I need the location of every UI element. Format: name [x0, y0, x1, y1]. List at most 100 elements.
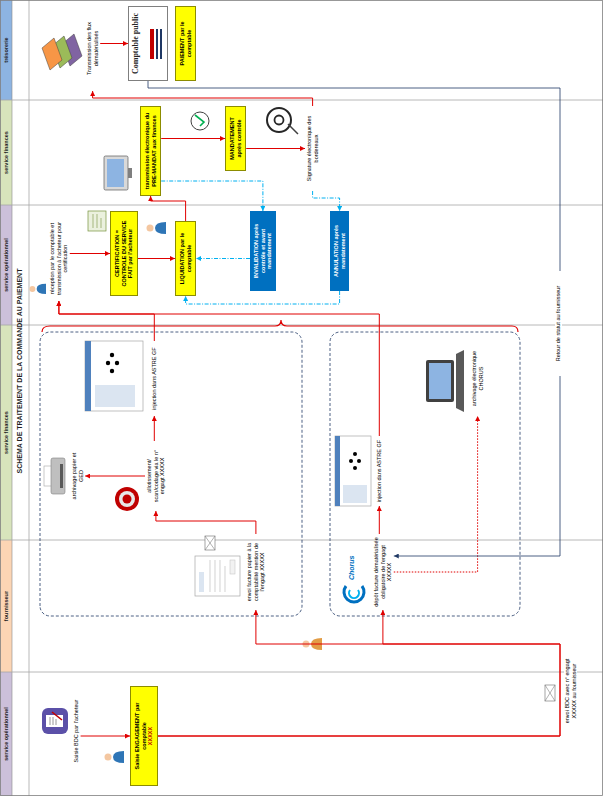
title-rule — [29, 0, 30, 796]
screen-dot — [110, 353, 114, 357]
lane-header-cell — [0, 540, 12, 672]
file-transfer-icon — [42, 34, 82, 70]
step-text: injection dans ASTRE GF — [376, 438, 383, 504]
step-caption: Transmission des flux dématérialisés — [85, 6, 100, 91]
certificate-sheet — [88, 211, 106, 231]
accountant-box: Comptable public — [128, 6, 168, 81]
reference-text: XXXXX — [147, 690, 154, 782]
step-caption: Signature électronique des bordereaux — [305, 106, 320, 191]
icon-sheet — [46, 715, 63, 727]
lane-header: trésorerie — [3, 2, 10, 98]
step-text: ANNULATION après mandatement — [333, 214, 346, 288]
lane-divider — [0, 100, 603, 101]
step-text: MANDATEMENT après contrôle — [229, 110, 242, 167]
flow-connector — [154, 416, 155, 441]
flow-connector — [100, 43, 128, 44]
step-text: PAIEMENT par le comptable — [179, 10, 192, 77]
paper-invoice-icon — [195, 556, 240, 596]
printer-slot — [60, 464, 63, 488]
laptop-lid — [426, 360, 454, 402]
header-rule — [12, 0, 13, 796]
process-box: LIQUIDATION par le comptable — [175, 221, 196, 296]
certificate-line — [97, 214, 98, 228]
person-head — [105, 754, 112, 761]
flow-connector — [148, 81, 560, 556]
icon-ground — [42, 708, 68, 734]
step-text: injection dans ASTRE GF — [151, 343, 158, 414]
step-caption: envoi facture papier à la comptabilité m… — [245, 534, 267, 610]
laptop-icon — [426, 350, 464, 412]
step-text: CERTIFICATION = CONTROLE DU SERVICE FAIT… — [114, 215, 134, 292]
envelope-body — [545, 685, 555, 701]
reject-connector — [313, 191, 340, 211]
at-core — [275, 116, 284, 125]
connector-label: envoi BDC avec n° engagt XXXXX au fourni… — [564, 648, 577, 734]
lane-divider — [0, 672, 603, 673]
screen-dot — [110, 369, 114, 373]
lane-divider — [0, 325, 603, 326]
flow-connector — [156, 511, 256, 534]
certificate-line — [101, 218, 102, 228]
logo-wordmark: Chorus — [348, 536, 356, 580]
scan-button-icon — [115, 487, 139, 511]
screen-dot — [349, 459, 353, 463]
step-text: allotissement/ scan/codage via le n° eng… — [146, 443, 166, 509]
screen-panel — [95, 385, 135, 407]
computer-icon — [104, 156, 132, 190]
person-icon — [105, 751, 125, 763]
step-text: dépôt facture dématérialisée obligatoire… — [373, 536, 393, 608]
invoice-line — [220, 560, 221, 592]
step-text: INVALIDATION après contrôle et avant man… — [253, 214, 273, 288]
reject-connector — [186, 291, 340, 304]
certificate-icon — [88, 211, 106, 231]
screen-dot — [353, 466, 357, 470]
flow-connector — [158, 610, 560, 736]
process-box: transmission électronique du PRE-MANDAT … — [140, 106, 161, 196]
logo-band — [150, 29, 154, 59]
screen-frame — [335, 436, 371, 506]
invoice-line — [215, 560, 216, 592]
flow-connector — [161, 138, 225, 139]
lane-header-cell — [0, 100, 12, 205]
order-form-icon — [42, 708, 68, 734]
signature-pen — [288, 124, 298, 134]
screen-dot — [106, 361, 110, 365]
at-ring — [267, 108, 291, 132]
screen-panel — [343, 485, 367, 503]
person-head — [29, 286, 35, 292]
monitor-stand — [128, 168, 132, 178]
logo-swoosh — [349, 590, 359, 598]
step-text: envoi facture papier à la comptabilité m… — [246, 536, 266, 608]
lane-header-cell — [0, 205, 12, 325]
flow-connector — [151, 196, 186, 221]
lane-header: service finances — [3, 102, 10, 203]
person-body — [37, 284, 46, 294]
person-head — [147, 225, 154, 232]
step-caption: réception par le comptable et transmissi… — [48, 216, 70, 301]
step-text: Saisie BDC par l'acheteur — [73, 693, 80, 769]
lane-divider — [0, 540, 603, 541]
lane-header: service opérationnel — [3, 674, 10, 794]
icon-line — [53, 717, 54, 725]
invoice-header — [199, 572, 204, 592]
reject-connector — [161, 181, 263, 211]
lane-divider — [0, 205, 603, 206]
connector-label: Retour de statut au fournisseur — [555, 271, 562, 376]
step-caption: dépôt facture dématérialisée obligatoire… — [372, 534, 394, 610]
monitor — [104, 156, 128, 190]
lane-header: fournisseur — [3, 542, 10, 670]
file-sheet — [42, 38, 62, 70]
screen-dot — [353, 452, 357, 456]
process-box: MANDATEMENT après contrôle — [225, 106, 246, 171]
envelope-body — [205, 536, 215, 550]
stamp-ring — [191, 112, 209, 130]
step-caption: archivage électronique CHORUS — [470, 341, 485, 416]
reject-connector — [196, 258, 250, 259]
screen-dot — [115, 361, 119, 365]
chorus-logo — [344, 586, 364, 602]
step-text: Saisie ENGAGEMENT par comptable — [134, 690, 147, 782]
invoice-total — [230, 560, 235, 574]
icon-pen — [52, 712, 62, 720]
